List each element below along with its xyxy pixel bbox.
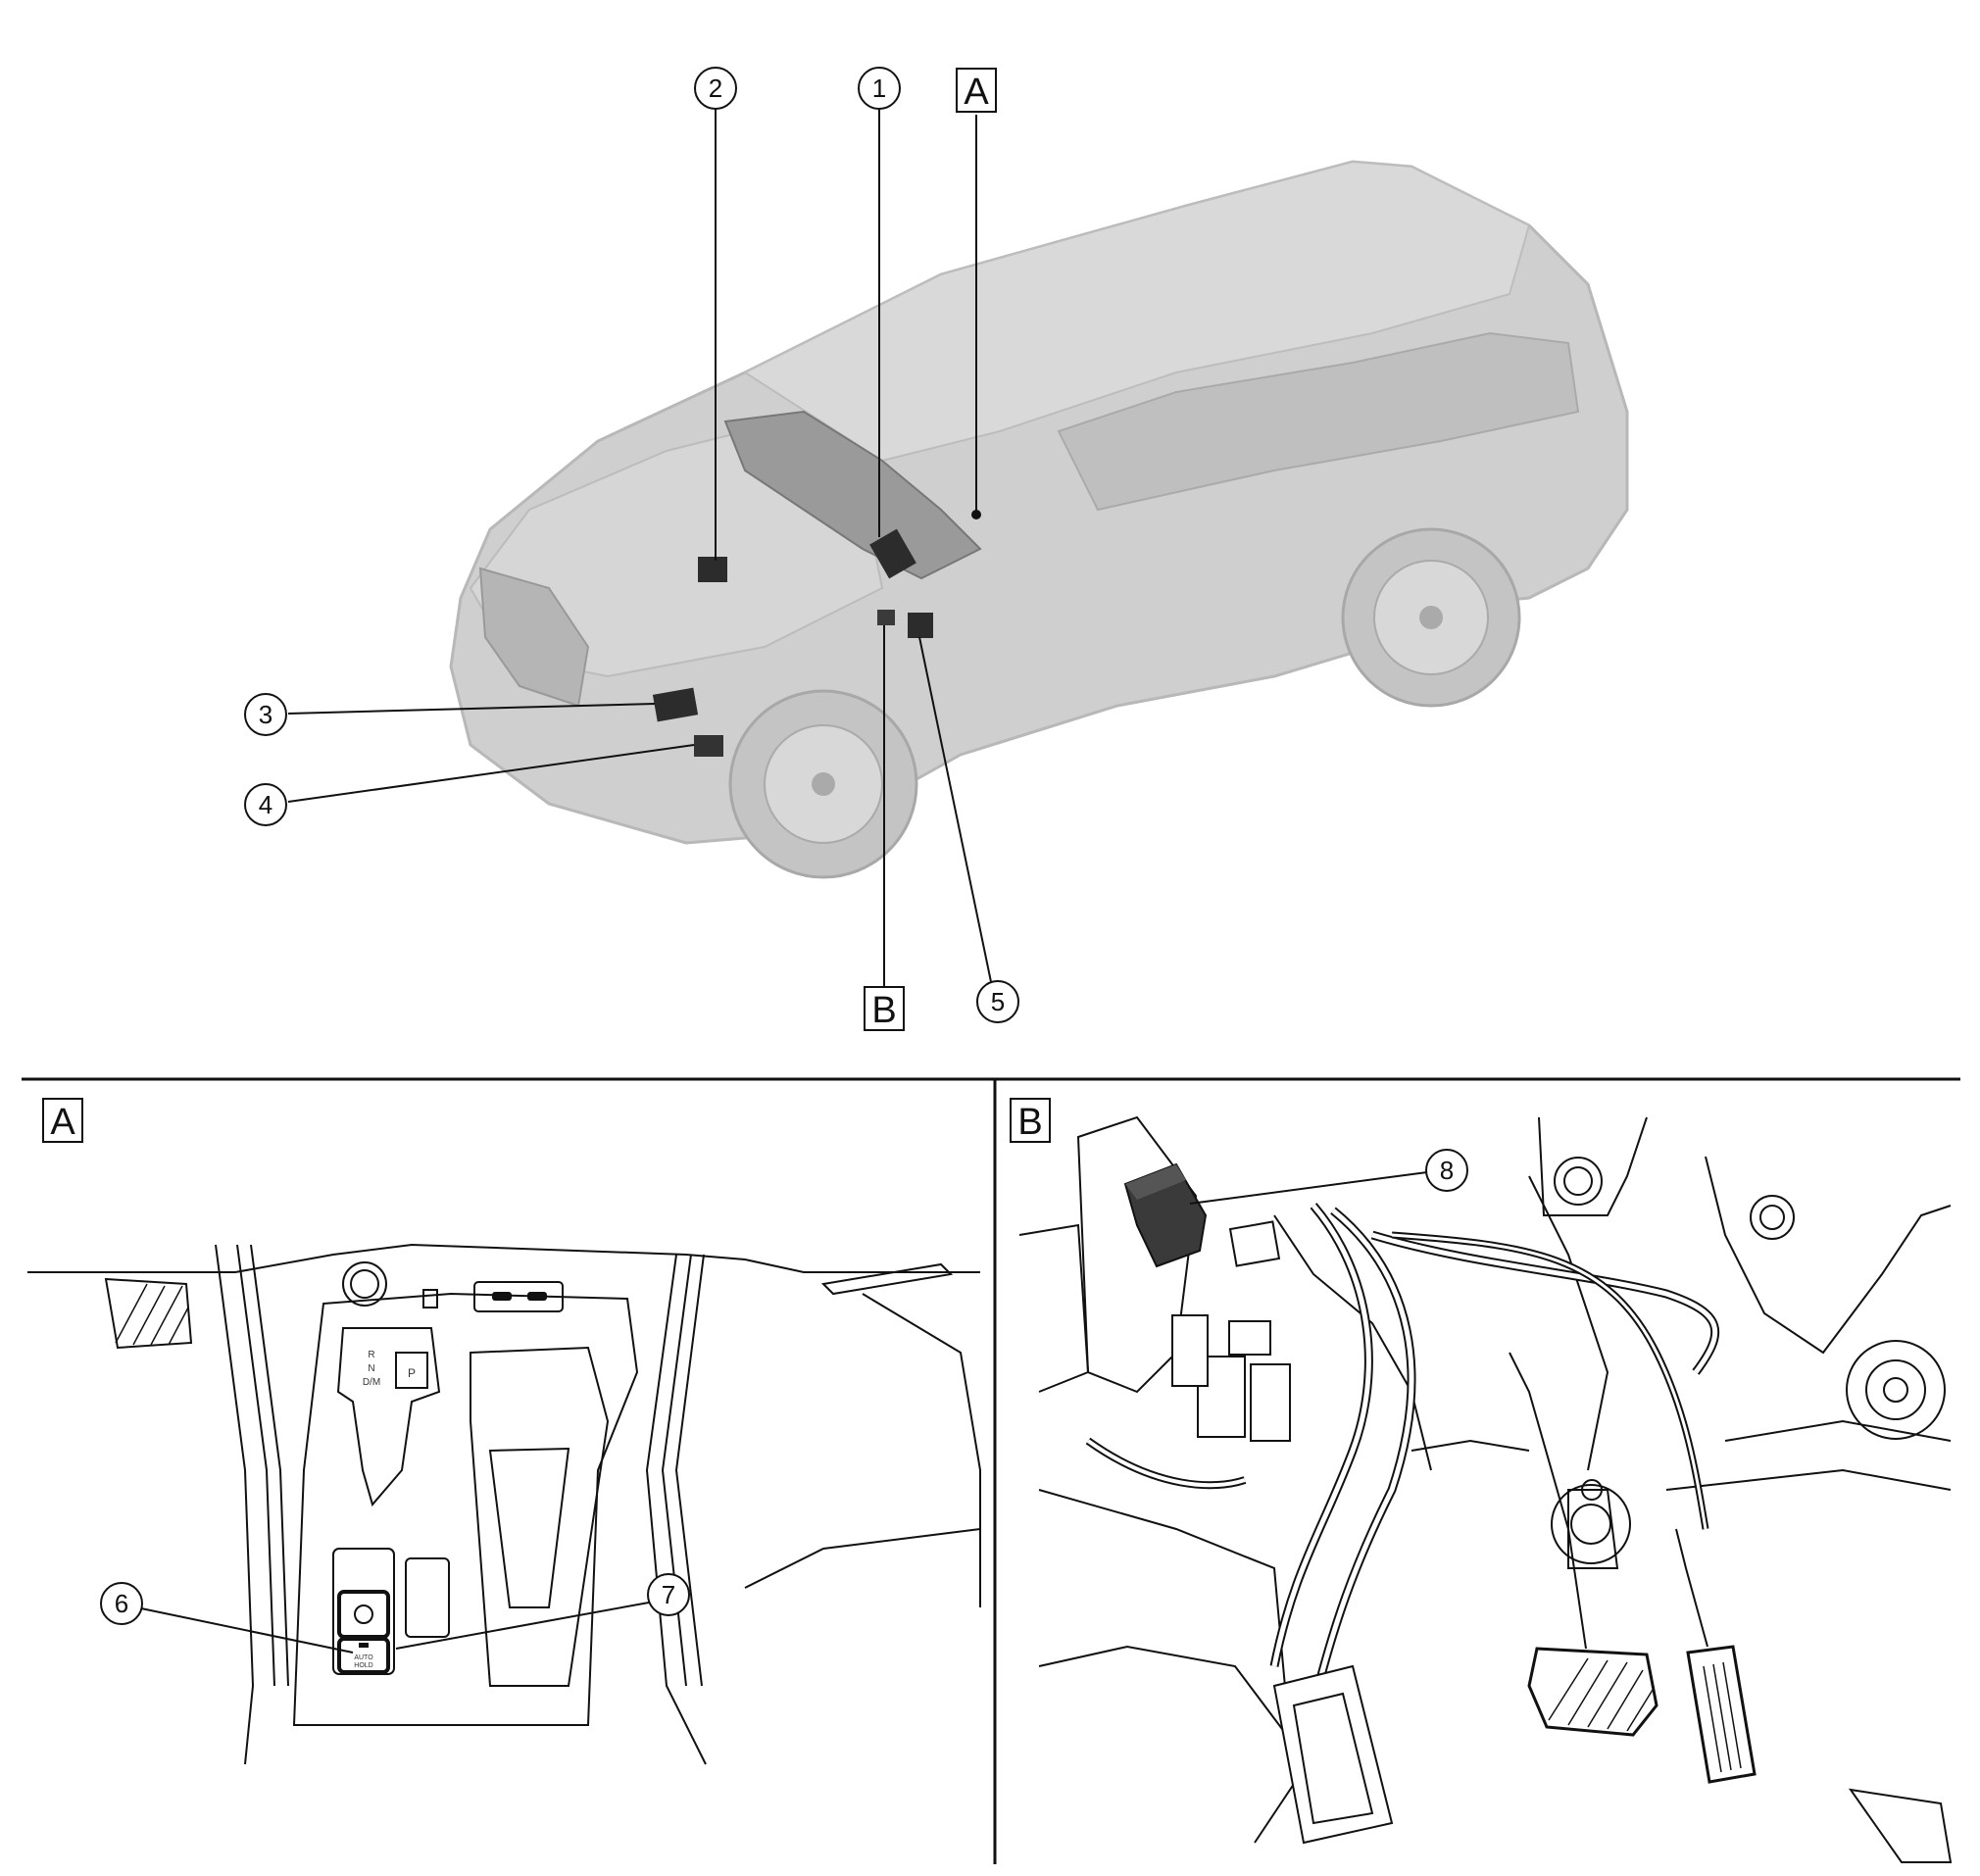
junction-block: [1272, 1664, 1394, 1845]
component-1: [869, 528, 916, 579]
component-3: [652, 687, 699, 722]
steering-column: [1567, 1479, 1619, 1569]
shifter-n: N: [368, 1363, 374, 1374]
detail-a-panel: A: [27, 1098, 981, 1765]
shifter-r: R: [368, 1350, 374, 1360]
callout-7-label: 7: [662, 1580, 675, 1609]
callout-6: 6: [100, 1582, 143, 1625]
dashboard-cutaway: [723, 410, 982, 580]
small-button: [422, 1289, 438, 1308]
callout-8: 8: [1425, 1149, 1468, 1192]
under-dash-structure: [1018, 1115, 1952, 1844]
component-2: [698, 557, 727, 582]
callout-7: 7: [647, 1573, 690, 1616]
shift-selector: P R N D/M: [336, 1327, 441, 1507]
auto-hold-switch: [337, 1637, 390, 1674]
switch-panel: AUTO HOLD: [332, 1548, 450, 1675]
auto-hold-text-1: AUTO: [354, 1654, 373, 1661]
electric-parking-brake-switch: [337, 1590, 390, 1639]
callout-6-label: 6: [115, 1589, 128, 1618]
callout-1-label: 1: [872, 74, 886, 103]
callout-8-label: 8: [1440, 1156, 1454, 1185]
callout-4-label: 4: [259, 790, 272, 819]
overview-leader-lines: [287, 109, 996, 1002]
rear-wheel: [1341, 527, 1521, 708]
brake-pedal-a-hatch: [115, 1283, 189, 1346]
callout-5-label: 5: [991, 987, 1005, 1016]
callout-3-label: 3: [259, 700, 272, 729]
vehicle-overview: [287, 109, 1629, 1002]
accelerator-pedal: [1675, 1528, 1757, 1784]
vehicle-roof: [742, 160, 1531, 463]
wiring-harness: [1085, 1203, 1720, 1707]
component-5: [908, 613, 933, 638]
shifter-dm: D/M: [363, 1377, 380, 1388]
auto-hold-text-2: HOLD: [354, 1662, 372, 1669]
center-console-lines: [27, 1243, 981, 1765]
usb-panel: [473, 1281, 564, 1312]
vehicle-side-windows: [1057, 331, 1580, 512]
component-8-module: [1123, 1162, 1208, 1268]
callout-5: 5: [976, 980, 1019, 1023]
detail-b-label-box: [1010, 1098, 1051, 1143]
floor-bracket: [1848, 1788, 1953, 1863]
front-wheel: [728, 689, 918, 879]
auto-hold-indicator: [359, 1643, 369, 1648]
callout-1: 1: [858, 67, 901, 110]
callout-3: 3: [244, 693, 287, 736]
component-4: [694, 735, 723, 757]
brake-pedal-a: [104, 1277, 193, 1350]
component-b-location: [877, 610, 895, 625]
view-ref-a-label: A: [964, 72, 989, 113]
parking-brake-icon: [354, 1604, 373, 1624]
brake-pedal-b: [1509, 1352, 1658, 1737]
view-ref-b: B: [864, 986, 905, 1031]
callout-2: 2: [694, 67, 737, 110]
usb-port-icon: [492, 1292, 512, 1301]
adjacent-switch: [405, 1557, 450, 1638]
callout-8-leader: [1189, 1171, 1428, 1205]
detail-a-label-box: [42, 1098, 83, 1143]
detail-panel-frame: [22, 1077, 1960, 1864]
usb-port-icon: [527, 1292, 547, 1301]
shifter-p: P: [408, 1366, 416, 1380]
mounting-bosses: [1551, 1157, 1946, 1564]
park-button: [395, 1352, 428, 1389]
detail-b-label: B: [1017, 1102, 1042, 1143]
detail-b-panel: B: [1010, 1098, 1953, 1863]
connector-block: [1171, 1220, 1291, 1442]
detail-a-leader-lines: [140, 1602, 650, 1654]
view-ref-a: A: [956, 68, 997, 113]
dial-knob: [342, 1261, 387, 1307]
view-ref-b-label: B: [871, 990, 896, 1031]
callout-2-label: 2: [709, 74, 722, 103]
callout-4: 4: [244, 783, 287, 826]
detail-a-label: A: [50, 1102, 75, 1143]
